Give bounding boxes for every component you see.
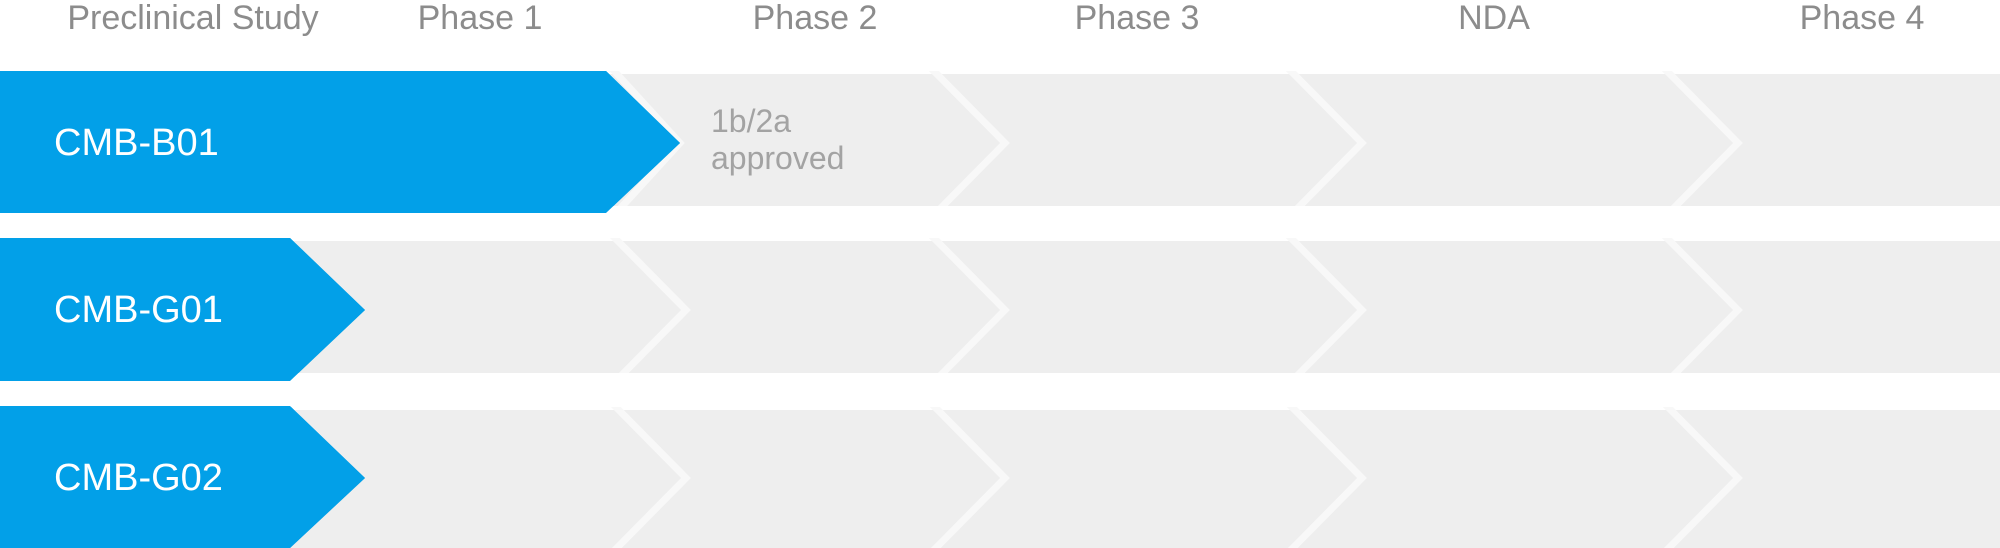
stage-divider	[1279, 59, 1367, 227]
row-note-line-2: approved	[711, 140, 845, 176]
phase-label-nda: NDA	[1458, 0, 1530, 37]
stage-divider	[922, 59, 1010, 227]
row-track-cmb-g02	[0, 394, 2000, 548]
row-note-cmb-b01: 1b/2a approved	[711, 103, 844, 177]
row-label-cmb-g02: CMB-G02	[54, 457, 223, 499]
stage-divider	[603, 394, 691, 548]
stage-divider	[922, 394, 1010, 548]
stage-divider	[922, 226, 1010, 394]
row-label-cmb-b01: CMB-B01	[54, 122, 219, 164]
stage-divider	[1279, 394, 1367, 548]
phase-label-phase-2: Phase 2	[752, 0, 878, 37]
phase-label-phase-1: Phase 1	[417, 0, 543, 37]
phase-header: Preclinical Study Phase 1 Phase 2 Phase …	[0, 0, 2000, 40]
row-note-line-1: 1b/2a	[711, 103, 792, 139]
stage-divider	[1279, 226, 1367, 394]
row-label-cmb-g01: CMB-G01	[54, 289, 223, 331]
phase-label-preclinical: Preclinical Study	[67, 0, 319, 37]
stage-divider	[1655, 59, 1743, 227]
phase-label-phase-4: Phase 4	[1799, 0, 1925, 37]
phase-label-phase-3: Phase 3	[1074, 0, 1200, 37]
stage-divider	[1655, 394, 1743, 548]
stage-divider	[603, 226, 691, 394]
stage-divider	[1655, 226, 1743, 394]
